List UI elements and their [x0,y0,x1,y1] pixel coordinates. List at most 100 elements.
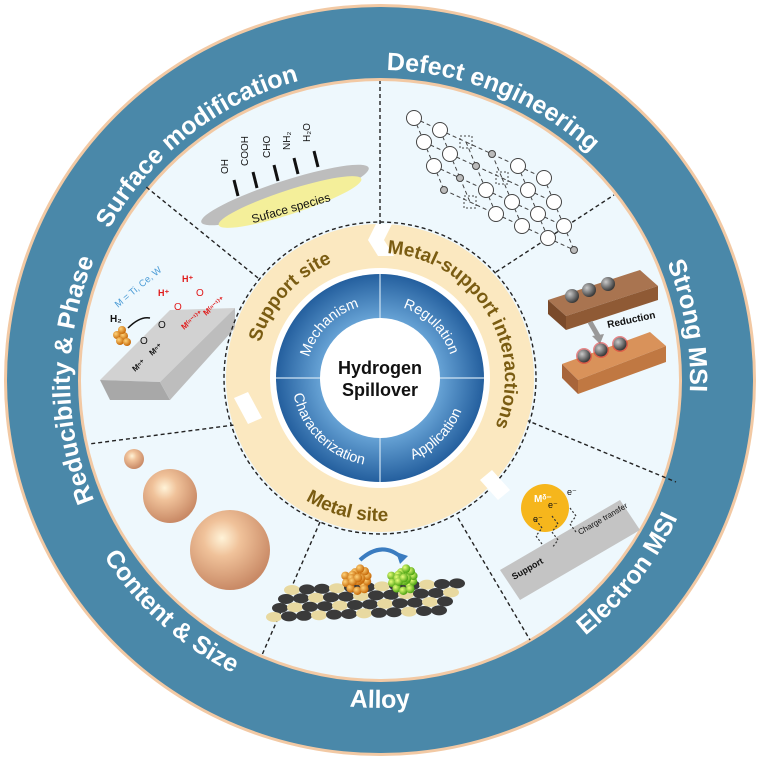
substrate-atom [362,599,378,610]
metal-particle [521,484,569,532]
lattice-atom [416,134,432,150]
substrate-atom [293,593,309,604]
oxygen-label: O [196,288,204,299]
substrate-atom [323,592,339,603]
substrate-atom [413,588,429,599]
center-title-line2: Spillover [342,380,418,400]
group-nh2: NH₂ [282,132,293,150]
divider-line [457,517,531,641]
substrate-atom [299,584,315,595]
metal-particle [594,343,608,357]
lattice-atom [530,206,546,222]
substrate-atom [443,587,459,598]
substrate-atom [278,594,294,604]
substrate-atom [401,606,417,617]
alloy-cluster-atom [399,586,408,595]
divider-line [525,419,677,483]
lattice-bond [449,153,461,179]
substrate-atom [431,605,447,616]
group-cho: CHO [262,136,273,158]
oxygen-label: O [158,320,166,331]
lattice-atom [540,230,556,246]
metal-delta-label: Mᵟ⁻ [534,494,552,505]
divider-line [88,424,235,445]
substrate-atom [284,585,300,595]
panel-defect-engineering [406,110,578,254]
particle-medium [143,469,197,523]
oxygen-label: O [140,336,148,347]
lattice-small-atom [456,174,464,182]
lattice-atom [556,218,572,234]
substrate-atom [341,609,357,619]
lattice-atom [520,182,536,198]
surface-highlight [218,176,362,228]
substrate-atom [329,583,345,594]
oxygen-label: O [174,302,182,313]
lattice-atom [442,146,458,162]
metal-particle [582,283,596,297]
lattice-bond [547,237,575,251]
substrate-atom [428,588,444,598]
substrate-atom [338,591,354,602]
alloy-cluster-atom [399,573,409,583]
lattice-atom [536,170,552,186]
lattice-bond [443,189,471,203]
substrate-atom [374,581,390,592]
alloy-cluster-atom [401,564,411,573]
metal-particle [565,289,579,303]
metal-cluster-atom [353,586,362,595]
lattice-bond [433,165,445,191]
substrate-atom [266,612,282,622]
lattice-bond [433,165,461,179]
substrate-atom [272,603,288,613]
metal-cluster-atom [355,564,365,573]
h2-label: H₂ [110,314,122,325]
substrate-atom [419,579,435,590]
substrate-atom [407,597,423,608]
substrate-atom [287,602,303,613]
reduction-arrow [587,320,601,338]
lattice-atom [426,158,442,174]
electron-label: e⁻ [533,514,543,524]
particle-small [124,449,144,469]
substrate-atom [281,611,297,622]
lattice-small-atom [440,186,448,194]
substrate-atom [377,598,393,609]
lattice-bond [465,141,477,167]
lattice-atom [406,110,422,126]
particle-large [190,510,270,590]
h-plus-label: H⁺ [182,274,193,284]
lattice-atom [478,182,494,198]
lattice-bond [465,141,493,155]
lattice-bond [439,129,467,143]
substrate-atom [326,609,342,620]
tan-ring-outline [223,221,537,535]
electron-label: e⁻ [567,487,577,497]
lattice-bond [475,165,503,179]
lattice-atom [432,122,448,138]
substrate-atom [434,579,450,589]
substrate-atom [416,606,432,616]
substrate-atom [347,600,363,610]
metal-cluster-atom [346,584,355,593]
substrate-atom [317,601,333,612]
center-circle [320,318,440,438]
alloy-cluster-atom [392,584,401,593]
metal-particle [577,349,591,363]
substrate-atom [386,607,402,618]
lattice-bond [491,153,503,179]
substrate-atom [449,578,465,589]
substrate-atom [311,610,327,621]
lattice-bond [563,225,575,251]
arrow-head [396,552,408,564]
lattice-atom [510,158,526,174]
group-cooh: COOH [240,136,251,166]
lattice-bond [459,177,471,203]
metal-particle [601,277,615,291]
substrate-atom [422,597,438,607]
metal-cluster-atom [360,584,369,594]
electron-label: e⁻ [548,500,558,510]
lattice-small-atom [570,246,578,254]
